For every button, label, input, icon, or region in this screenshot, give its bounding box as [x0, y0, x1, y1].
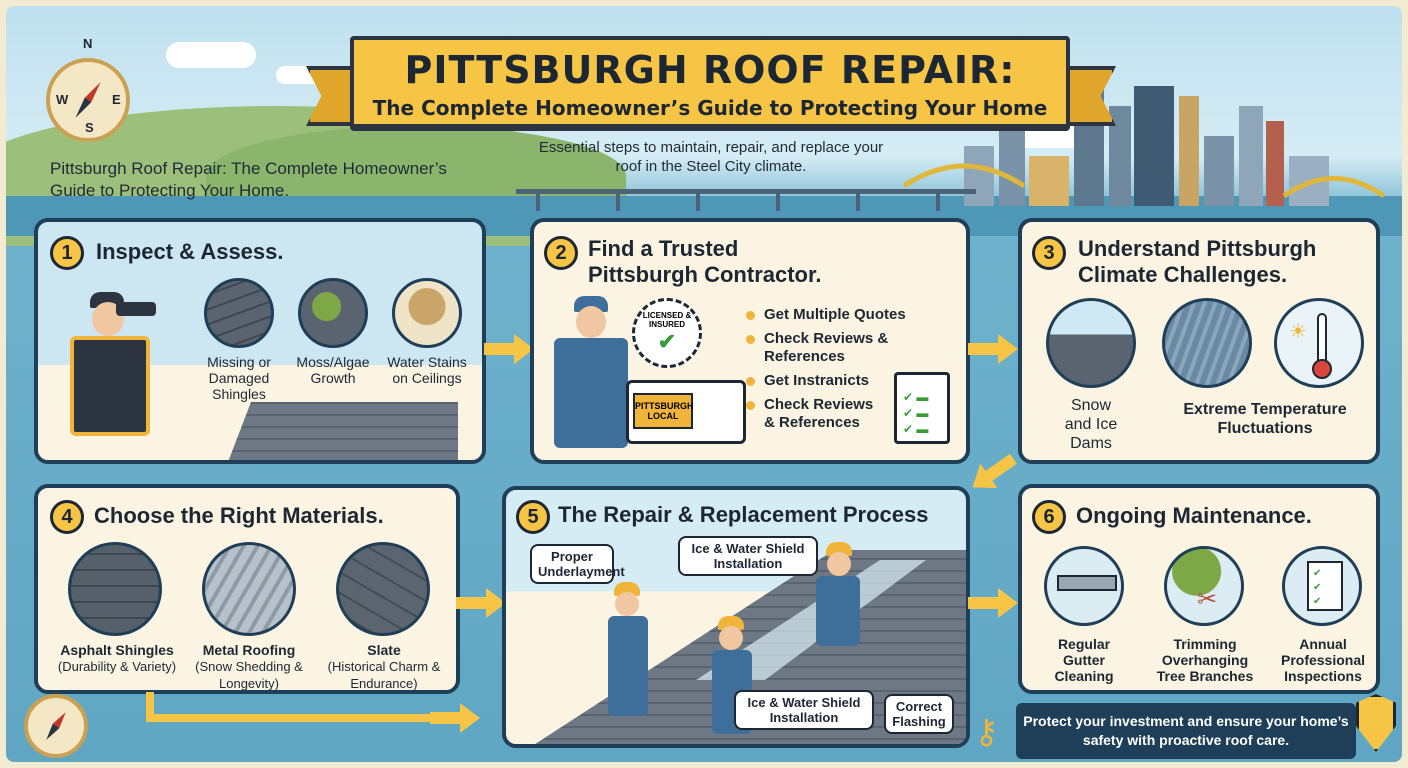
arrow-icon: [430, 703, 480, 733]
thermometer-icon: ☀: [1274, 298, 1364, 388]
step-number: 5: [516, 500, 550, 534]
roofer-illustration: [602, 582, 652, 722]
compass-north: N: [83, 36, 93, 51]
step-number: 4: [50, 500, 84, 534]
licensed-insured-badge: LICENSED & INSURED ✔: [632, 298, 702, 368]
process-callout: Proper Underlayment: [530, 544, 625, 584]
inspect-item-3: Water Stains on Ceilings: [387, 354, 467, 386]
step-3-card: 3 Understand Pittsburgh Climate Challeng…: [1018, 218, 1380, 464]
compass-needle: [72, 80, 104, 121]
material-name: Metal Roofing: [202, 642, 296, 658]
step-title: Find a Trusted Pittsburgh Contractor.: [588, 236, 822, 287]
arrow-icon: [968, 334, 1018, 364]
step-number: 2: [544, 236, 578, 270]
arrow-icon: [484, 334, 534, 364]
left-title: Pittsburgh Roof Repair: The Complete Hom…: [50, 159, 447, 200]
step-1-card: 1 Inspect & Assess. Missing or Damaged S…: [34, 218, 486, 464]
contractor-bullet: Get Multiple Quotes: [746, 306, 956, 324]
step-title: Understand Pittsburgh Climate Challenges…: [1078, 236, 1317, 287]
pittsburgh-skyline: [904, 76, 1384, 206]
asphalt-shingles-icon: [68, 542, 162, 636]
compass-icon: N W E S: [46, 36, 130, 142]
tagline: Essential steps to maintain, repair, and…: [538, 139, 884, 175]
compass-west: W: [56, 92, 69, 107]
contractor-bullet: Check Reviews & References: [746, 396, 886, 432]
material-2: Metal Roofing (Snow Shedding & Longevity…: [184, 642, 314, 691]
contractor-illustration: [544, 296, 634, 456]
maintenance-item-2: Trimming Overhanging Tree Branches: [1156, 636, 1254, 684]
inspect-item-2: Moss/Algae Growth: [296, 354, 370, 386]
metal-roofing-icon: [202, 542, 296, 636]
step-4-card: 4 Choose the Right Materials. Asphalt Sh…: [34, 484, 460, 694]
title-banner: PITTSBURGH ROOF REPAIR: The Complete Hom…: [350, 36, 1070, 128]
inspection-clipboard-icon: ✔✔✔: [1282, 546, 1362, 626]
roofer-illustration: [806, 542, 866, 652]
page-subtitle: The Complete Homeowner’s Guide to Protec…: [372, 96, 1048, 120]
material-desc: (Historical Charm & Endurance): [327, 659, 441, 691]
arrow-icon: [456, 588, 506, 618]
compass-icon: [24, 694, 88, 758]
material-desc: (Durability & Variety): [57, 659, 177, 674]
damaged-shingles-icon: [204, 278, 274, 348]
footer-message: Protect your investment and ensure your …: [1016, 703, 1356, 759]
step-title: Choose the Right Materials.: [94, 503, 384, 528]
maintenance-item-3: Annual Professional Inspections: [1280, 636, 1366, 684]
step-title: Ongoing Maintenance.: [1076, 503, 1312, 528]
badge-text: LICENSED & INSURED: [642, 311, 692, 329]
material-1: Asphalt Shingles (Durability & Variety): [44, 642, 190, 675]
step-2-card: 2 Find a Trusted Pittsburgh Contractor. …: [530, 218, 970, 464]
slate-icon: [336, 542, 430, 636]
maintenance-item-1: Regular Gutter Cleaning: [1054, 636, 1114, 684]
tree-trimming-icon: ✂: [1164, 546, 1244, 626]
climate-item-1: Snow and Ice Dams: [1064, 397, 1118, 452]
van-illustration: PITTSBURGH LOCAL: [626, 380, 746, 444]
van-label: PITTSBURGH LOCAL: [633, 393, 694, 429]
gutter-cleaning-icon: [1044, 546, 1124, 626]
moss-algae-icon: [298, 278, 368, 348]
process-callout: Ice & Water Shield Installation: [678, 536, 818, 576]
step-5-card: 5 The Repair & Replacement Process Prope…: [502, 486, 970, 748]
inspector-illustration: [52, 292, 182, 460]
rain-storm-icon: [1162, 298, 1252, 388]
clipboard-icon: ✔ ▬✔ ▬✔ ▬: [894, 372, 950, 444]
material-name: Asphalt Shingles: [60, 642, 174, 658]
water-stain-icon: [392, 278, 462, 348]
process-callout: Correct Flashing: [884, 694, 954, 734]
step-number: 1: [50, 236, 84, 270]
step-number: 3: [1032, 236, 1066, 270]
compass-south: S: [85, 120, 94, 135]
cloud: [166, 42, 256, 68]
bridge: [516, 189, 976, 211]
material-3: Slate (Historical Charm & Endurance): [324, 642, 444, 691]
compass-needle: [43, 710, 69, 742]
roofer-illustration: [706, 616, 756, 736]
connector-line: [146, 692, 154, 722]
material-name: Slate: [367, 642, 401, 658]
contractor-bullet: Check Reviews & References: [746, 330, 896, 366]
snow-roof-icon: [1046, 298, 1136, 388]
step-6-card: 6 Ongoing Maintenance. ✂ ✔✔✔ Regular Gut…: [1018, 484, 1380, 694]
roof-illustration: [228, 402, 458, 460]
arrow-icon: [964, 446, 1022, 499]
climate-item-2: Extreme Temperature Fluctuations: [1183, 401, 1347, 437]
step-number: 6: [1032, 500, 1066, 534]
step-title: Inspect & Assess.: [96, 239, 284, 264]
inspect-item-1: Missing or Damaged Shingles: [207, 354, 271, 402]
connector-line: [146, 714, 436, 722]
key-icon: ⚷: [974, 713, 999, 751]
step-title: The Repair & Replacement Process: [558, 502, 929, 527]
contractor-bullet: Get Instranicts: [746, 372, 956, 390]
process-callout: Ice & Water Shield Installation: [734, 690, 874, 730]
compass-east: E: [112, 92, 121, 107]
shield-icon: [1356, 694, 1396, 752]
cloud: [1006, 126, 1086, 148]
material-desc: (Snow Shedding & Longevity): [195, 659, 303, 691]
page-title: PITTSBURGH ROOF REPAIR:: [404, 48, 1016, 92]
arrow-icon: [968, 588, 1018, 618]
